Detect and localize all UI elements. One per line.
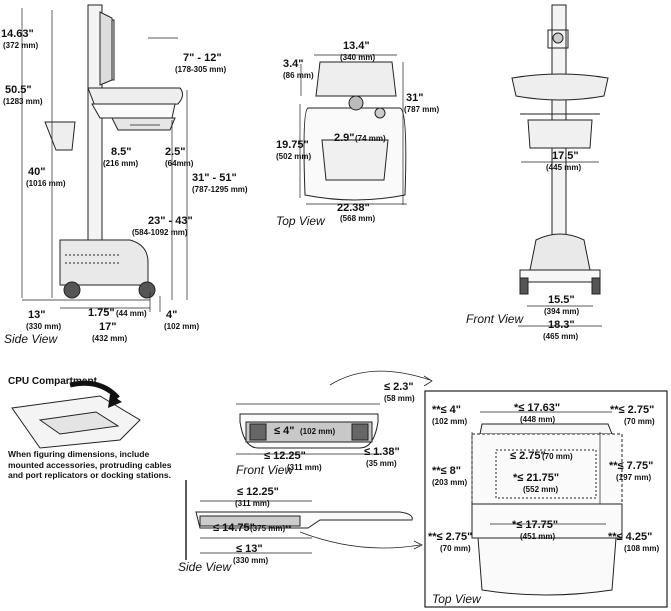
top-view-cart-drawing <box>299 54 407 205</box>
dim-value: 13" <box>28 309 46 321</box>
dim-metric: (70 mm) <box>542 452 573 461</box>
dim-value: **≤ 2.75" <box>610 404 655 416</box>
cpu-top-view-box <box>424 390 668 608</box>
dim-value: 8.5" <box>111 146 132 158</box>
dim-metric: (311 mm) <box>287 463 322 472</box>
dim-metric: (432 mm) <box>92 334 128 343</box>
dim-metric: (203 mm) <box>432 478 468 487</box>
dim-metric: (330 mm) <box>233 556 269 565</box>
dim-metric: (108 mm) <box>624 544 660 553</box>
cpu-title: CPU Compartment <box>8 376 97 387</box>
cpu-side-caption: Side View <box>178 560 232 574</box>
dim-metric: (86 mm) <box>283 71 314 80</box>
dim-metric: (340 mm) <box>340 53 376 62</box>
dim-value: ≤ 1.38" <box>364 446 400 458</box>
dim-value: ≤ 2.3" <box>384 381 414 393</box>
dim-value: 2.9" <box>334 132 355 144</box>
dim-metric: (58 mm) <box>384 394 415 403</box>
dim-value: 3.4" <box>283 58 304 70</box>
dim-value: 18.3" <box>548 319 575 331</box>
cpu-compartment-drawing <box>11 380 141 449</box>
dim-metric: (216 mm) <box>103 159 139 168</box>
front-view-caption: Front View <box>466 312 524 326</box>
dim-metric: (1283 mm) <box>3 97 43 106</box>
cpu-top-caption: Top View <box>432 592 481 606</box>
dim-value: **≤ 7.75" <box>609 460 654 472</box>
dim-metric: (74 mm) <box>355 134 386 143</box>
front-view-cart-drawing <box>511 4 609 327</box>
dim-value: 23" - 43" <box>148 215 193 227</box>
dim-metric: (102 mm) <box>300 427 336 436</box>
dim-value: 1.75" <box>88 307 115 319</box>
dim-metric: (102 mm) <box>164 322 200 331</box>
dim-metric: (372 mm) <box>3 41 39 50</box>
dim-metric: (330 mm) <box>26 322 62 331</box>
dim-value: 17.5" <box>552 150 579 162</box>
dim-value: 15.5" <box>548 294 575 306</box>
dim-metric: (465 mm) <box>543 332 579 341</box>
dim-metric: (102 mm) <box>432 417 468 426</box>
dim-value: *≤ 17.75" <box>512 519 559 531</box>
dim-value: 50.5" <box>5 84 32 96</box>
dim-metric: (70 mm) <box>624 417 655 426</box>
dim-value: 19.75" <box>276 139 309 151</box>
dim-metric: (787 mm) <box>404 105 440 114</box>
dim-value: ≤ 2.75" <box>510 450 546 462</box>
dim-metric: (1016 mm) <box>26 179 66 188</box>
dim-value: ≤ 12.25" <box>237 486 279 498</box>
dim-value: ≤ 12.25" <box>264 450 306 462</box>
dim-metric: (394 mm) <box>544 307 580 316</box>
dim-metric: (197 mm) <box>616 473 652 482</box>
cpu-front-caption: Front View <box>236 463 294 477</box>
dim-metric: (502 mm) <box>276 152 312 161</box>
cpu-note: When figuring dimensions, include mounte… <box>8 449 172 481</box>
dim-value: 7" - 12" <box>183 52 222 64</box>
dim-metric: (568 mm) <box>340 214 376 223</box>
dim-metric: (451 mm) <box>520 532 556 541</box>
dim-metric: (311 mm) <box>235 499 270 508</box>
top-view-caption: Top View <box>276 214 325 228</box>
side-view-caption: Side View <box>4 332 58 346</box>
dim-value: *≤ 17.63" <box>514 402 561 414</box>
dim-value: **≤ 2.75" <box>428 531 473 543</box>
dim-value: ≤ 13" <box>236 543 263 555</box>
dim-metric: (787-1295 mm) <box>192 185 248 194</box>
dim-value: 2.5" <box>165 146 186 158</box>
dim-value: 13.4" <box>343 40 370 52</box>
dim-value: ≤ 14.75" <box>213 522 255 534</box>
dim-value: *≤ 21.75" <box>513 472 560 484</box>
dim-value: **≤ 4" <box>432 404 461 416</box>
dim-value: 14.63" <box>1 28 34 40</box>
dim-value: 17" <box>99 321 117 333</box>
dim-metric: (70 mm) <box>440 544 471 553</box>
dim-metric: (448 mm) <box>520 415 556 424</box>
dim-value: 31" <box>406 92 424 104</box>
dim-metric: (35 mm) <box>366 459 397 468</box>
dim-metric: (445 mm) <box>546 163 582 172</box>
side-view-cart-drawing <box>21 4 188 312</box>
dim-value: 31" - 51" <box>192 172 237 184</box>
dim-value: ≤ 4" <box>274 425 295 437</box>
cpu-front-view-drawing <box>236 370 433 455</box>
cpu-side-view-drawing <box>185 480 423 560</box>
dim-value: 4" <box>166 309 178 321</box>
dim-metric: (375 mm)** <box>250 524 292 533</box>
dim-metric: (552 mm) <box>523 485 559 494</box>
dim-metric: (584-1092 mm) <box>132 228 188 237</box>
dim-metric: (64mm) <box>165 159 194 168</box>
dim-metric: (44 mm) <box>116 309 147 318</box>
dim-metric: (178-305 mm) <box>175 65 227 74</box>
dim-value: **≤ 4.25" <box>608 531 653 543</box>
dim-value: **≤ 8" <box>432 465 461 477</box>
dim-value: 22.38" <box>337 202 370 214</box>
dim-value: 40" <box>28 166 46 178</box>
